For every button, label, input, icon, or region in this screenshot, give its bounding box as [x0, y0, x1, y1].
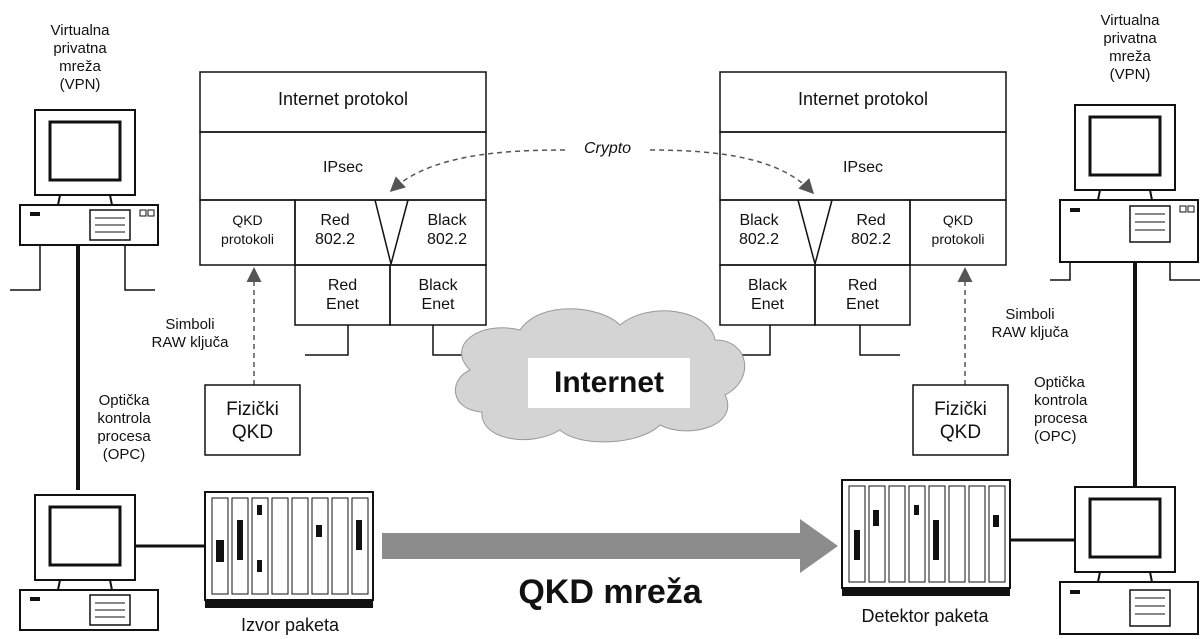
right-opc-label-line: kontrola	[1034, 392, 1088, 409]
right-black-enet: Black Enet	[720, 276, 815, 314]
right-vpn-label: Virtualna privatna mreža (VPN)	[1065, 12, 1195, 84]
right-physical-qkd-line: QKD	[939, 422, 982, 443]
left-black-8022-line: 802.2	[426, 231, 468, 248]
left-qkd-protocols-line: QKD	[232, 212, 263, 228]
left-raw-key-label-line: Simboli	[165, 316, 215, 333]
right-physical-qkd-label: Fizički QKD	[913, 398, 1008, 444]
right-black-enet-line: Black	[747, 277, 788, 294]
packet-detector-rack	[841, 479, 1011, 596]
left-raw-key-label: Simboli RAW ključa	[140, 316, 240, 352]
qkd-arrow	[382, 519, 838, 573]
left-opc-computer	[19, 494, 159, 631]
right-qkd-protocols-line: QKD	[942, 212, 974, 228]
right-opc-label-line: (OPC)	[1034, 428, 1077, 445]
left-red-8022-line: Red	[320, 212, 350, 229]
right-black-enet-line: Enet	[751, 296, 784, 313]
right-opc-label-line: procesa	[1034, 410, 1088, 427]
left-physical-qkd-line: QKD	[231, 422, 274, 443]
right-black-8022-line: 802.2	[738, 231, 780, 248]
left-raw-key-label-line: RAW ključa	[151, 334, 229, 351]
right-opc-computer	[1059, 486, 1199, 635]
left-opc-label-line: procesa	[97, 428, 151, 445]
right-vpn-label-line: privatna	[1103, 30, 1157, 47]
left-black-enet: Black Enet	[390, 276, 486, 314]
left-opc-label-line: Optička	[98, 392, 150, 409]
right-red-enet: Red Enet	[815, 276, 910, 314]
right-red-8022-line: 802.2	[850, 231, 892, 248]
right-vpn-computer	[1059, 104, 1199, 263]
left-red-enet-line: Red	[327, 277, 358, 294]
left-vpn-label: Virtualna privatna mreža (VPN)	[15, 22, 145, 94]
left-opc-label-line: (OPC)	[102, 446, 146, 463]
left-vpn-label-line: Virtualna	[50, 22, 110, 39]
right-red-8022: Red 802.2	[834, 211, 908, 249]
right-opc-label-line: Optička	[1034, 374, 1085, 391]
right-qkd-protocols: QKD protokoli	[910, 211, 1006, 249]
left-protocol-stack	[199, 71, 487, 356]
left-black-8022: Black 802.2	[410, 211, 484, 249]
right-vpn-label-line: mreža	[1109, 48, 1151, 65]
left-black-8022-line: Black	[427, 212, 467, 229]
right-protocol-stack	[719, 71, 1007, 356]
right-black-8022-line: Black	[739, 212, 779, 229]
left-opc-label-line: kontrola	[97, 410, 151, 427]
left-vpn-computer	[19, 109, 159, 246]
left-red-enet-line: Enet	[326, 296, 359, 313]
crypto-arrows	[389, 149, 815, 195]
left-qkd-protocols-line: protokoli	[221, 231, 274, 247]
left-physical-qkd-label: Fizički QKD	[205, 398, 300, 444]
internet-label: Internet	[553, 366, 664, 399]
left-vpn-label-line: privatna	[53, 40, 107, 57]
left-physical-qkd-line: Fizički	[226, 399, 279, 420]
crypto-label: Crypto	[583, 140, 632, 157]
right-qkd-protocols-line: protokoli	[931, 231, 985, 247]
left-vpn-label-line: (VPN)	[59, 76, 101, 93]
raw-key-arrows	[246, 267, 973, 385]
left-vpn-label-line: mreža	[59, 58, 101, 75]
right-raw-key-label-line: Simboli	[1005, 306, 1055, 323]
left-internet-protocol: Internet protokol	[277, 89, 409, 109]
packet-source-label: Izvor paketa	[240, 615, 340, 635]
packet-source-rack	[204, 491, 374, 608]
right-red-8022-line: Red	[856, 212, 886, 229]
right-vpn-label-line: (VPN)	[1109, 66, 1151, 83]
left-red-enet: Red Enet	[295, 276, 390, 314]
left-red-8022-line: 802.2	[314, 231, 356, 248]
packet-detector-label: Detektor paketa	[861, 606, 989, 626]
left-opc-label: Optička kontrola procesa (OPC)	[84, 392, 164, 464]
right-physical-qkd-line: Fizički	[934, 399, 987, 420]
right-red-enet-line: Red	[847, 277, 878, 294]
left-qkd-protocols: QKD protokoli	[200, 211, 295, 249]
right-opc-label: Optička kontrola procesa (OPC)	[1034, 374, 1114, 446]
right-internet-protocol: Internet protokol	[797, 89, 929, 109]
left-black-enet-line: Black	[418, 277, 458, 294]
internet-cloud	[455, 308, 746, 443]
left-physical-qkd-box	[204, 384, 301, 456]
left-red-8022: Red 802.2	[300, 211, 370, 249]
left-ipsec: IPsec	[322, 159, 363, 176]
right-black-8022: Black 802.2	[722, 211, 796, 249]
qkd-network-label: QKD mreža	[518, 573, 702, 611]
left-black-enet-line: Enet	[421, 296, 455, 313]
right-raw-key-label: Simboli RAW ključa	[975, 306, 1085, 342]
right-physical-qkd-box	[912, 384, 1009, 456]
right-vpn-label-line: Virtualna	[1100, 12, 1160, 29]
right-red-enet-line: Enet	[846, 296, 879, 313]
right-ipsec: IPsec	[842, 159, 883, 176]
right-raw-key-label-line: RAW ključa	[991, 324, 1069, 341]
